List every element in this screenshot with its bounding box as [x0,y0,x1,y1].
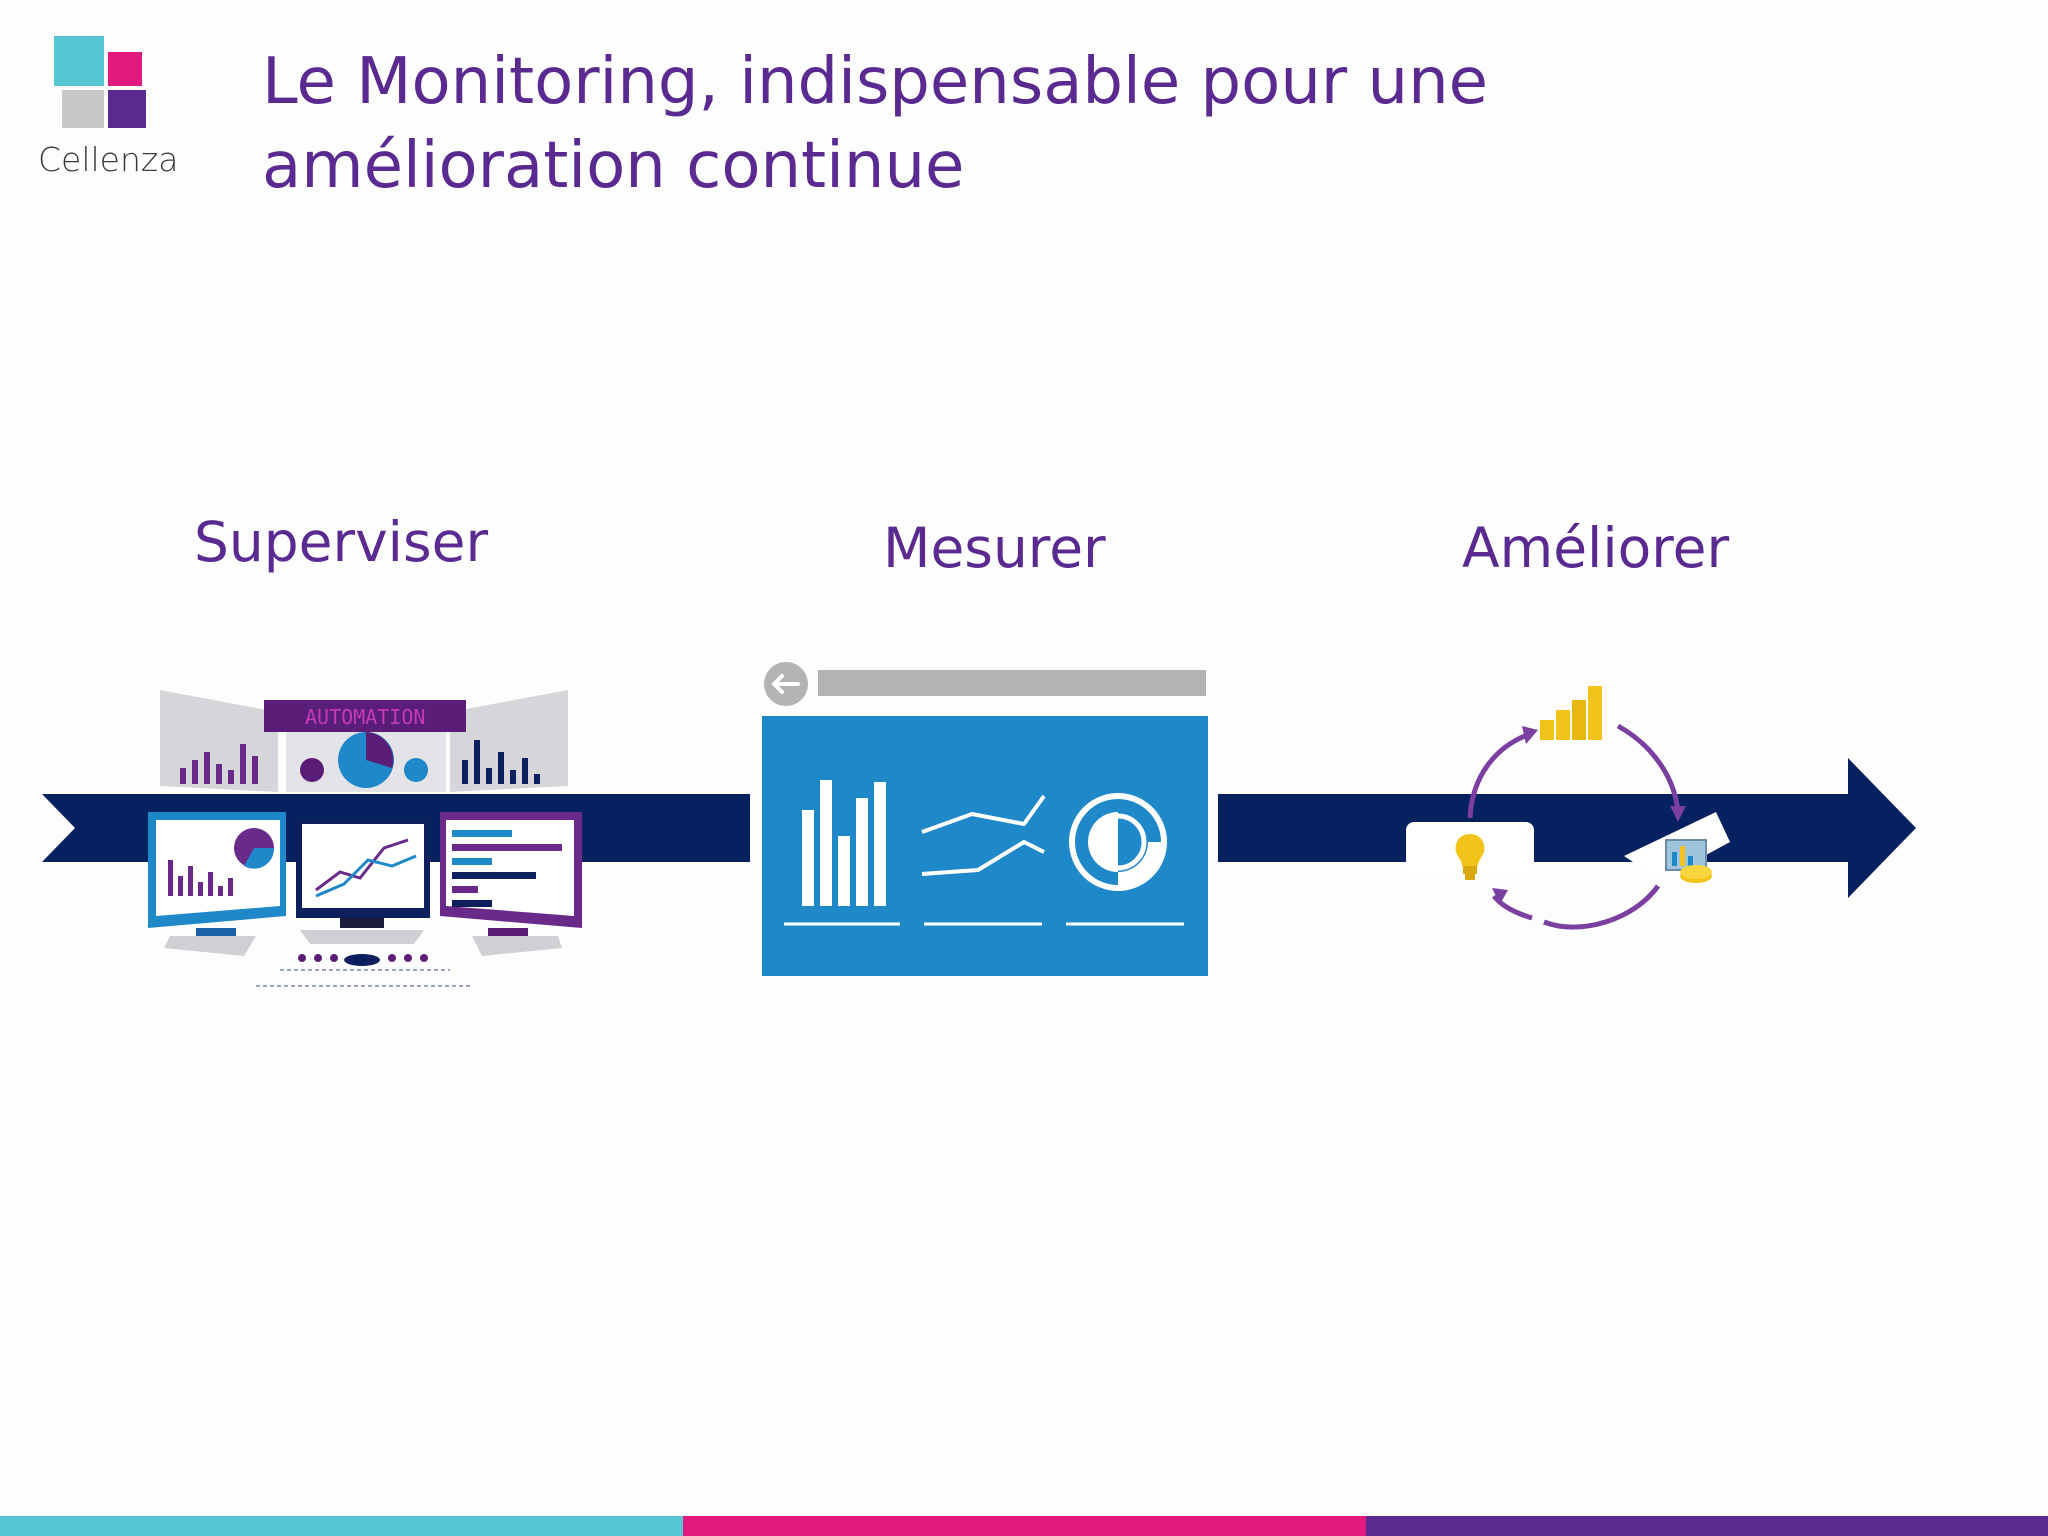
logo-square-purple [108,90,146,128]
bar-chart-icon [1540,686,1602,740]
improvement-cycle-illustration [1406,686,1730,930]
stage-label-mesurer: Mesurer [883,516,1106,580]
logo-square-pink [108,52,142,86]
logo-square-teal [54,36,104,86]
automation-panel-text: AUTOMATION [305,705,425,729]
footer-bar-purple [1366,1516,2048,1536]
stage-label-ameliorer: Améliorer [1462,516,1730,580]
stage-label-superviser: Superviser [194,510,489,574]
lightbulb-icon [1455,834,1485,880]
logo-square-grey [62,90,104,128]
monitoring-station-illustration: AUTOMATION [148,690,582,987]
logo-text: Cellenza [38,140,179,179]
report-icon [1665,839,1712,883]
donut-chart-glyph [1069,793,1167,891]
footer-bar-pink [683,1516,1366,1536]
footer-bar-teal [0,1516,683,1536]
dashboard-window [762,662,1208,976]
page-title: Le Monitoring, indispensable pour une am… [262,45,1489,203]
cycle-arrows-icon [1467,723,1681,930]
address-bar [818,670,1206,696]
line-chart-glyph [921,794,1046,876]
bar-chart-glyph [802,780,886,906]
